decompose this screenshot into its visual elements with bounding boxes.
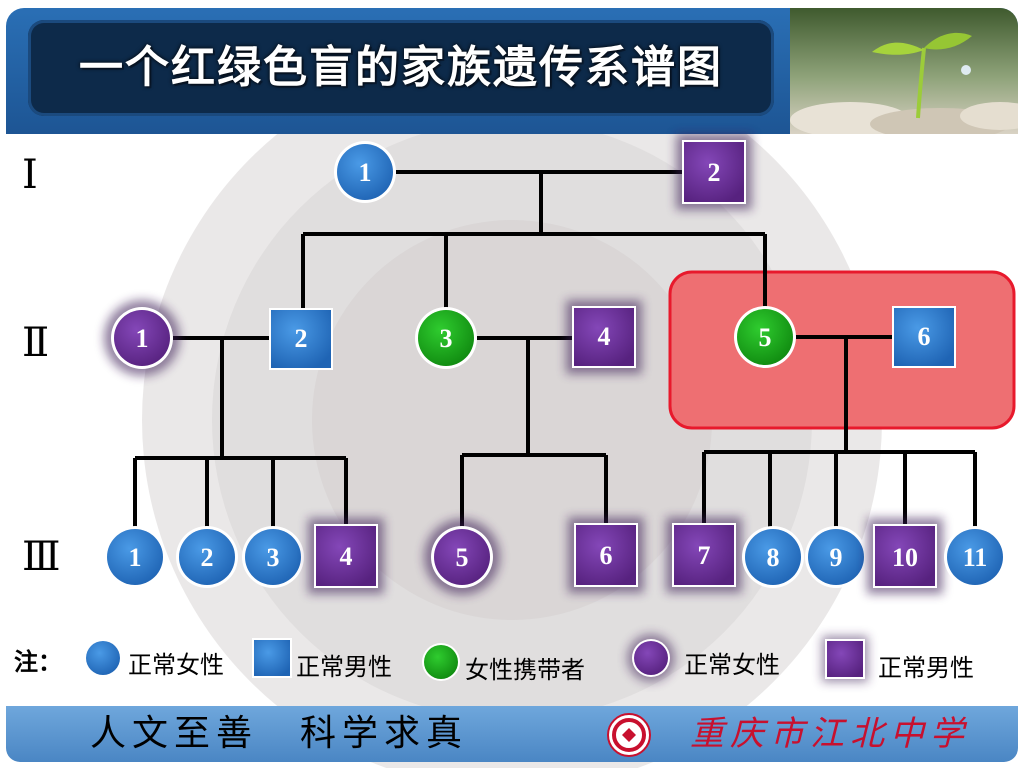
svg-text:7: 7 (698, 541, 711, 570)
legend-label-1: 正常女性 (128, 651, 224, 679)
svg-text:2: 2 (295, 324, 308, 353)
svg-text:2: 2 (708, 158, 721, 187)
generation-label-3: Ⅲ (22, 534, 61, 580)
individual-III-5: 5 (424, 519, 500, 595)
svg-text:3: 3 (440, 324, 453, 353)
svg-text:4: 4 (340, 542, 353, 571)
svg-text:8: 8 (767, 543, 780, 572)
footer-bar (6, 706, 1018, 762)
page-title: 一个红绿色盲的家族遗传系谱图 (79, 42, 723, 93)
school-name: 重庆市江北中学 (690, 714, 970, 754)
sprout-photo (790, 8, 1018, 134)
legend-label-3: 女性携带者 (465, 656, 585, 684)
individual-III-7: 7 (666, 517, 742, 593)
svg-text:6: 6 (600, 541, 613, 570)
svg-text:10: 10 (892, 543, 918, 572)
individual-III-10: 10 (867, 518, 943, 594)
legend-label-4: 正常女性 (684, 651, 780, 679)
individual-III-9: 9 (805, 526, 867, 588)
legend-circle-green-icon (422, 643, 460, 681)
legend-circle-blue-icon (84, 639, 122, 677)
generation-label-1: Ⅰ (22, 152, 38, 198)
legend-prefix: 注： (14, 648, 62, 676)
individual-I-2: 2 (676, 134, 752, 210)
individual-III-1: 1 (104, 526, 166, 588)
individual-III-2: 2 (176, 526, 238, 588)
svg-text:3: 3 (267, 543, 280, 572)
school-logo-icon (607, 713, 651, 757)
individual-III-11: 11 (944, 526, 1006, 588)
individual-II-3: 3 (415, 307, 477, 369)
svg-text:1: 1 (129, 543, 142, 572)
individual-III-6: 6 (568, 517, 644, 593)
svg-text:4: 4 (598, 322, 611, 351)
individual-III-4: 4 (308, 518, 384, 594)
svg-text:1: 1 (136, 324, 149, 353)
highlight-box (668, 270, 1016, 430)
legend-square-blue-icon (252, 638, 292, 678)
title-box (28, 20, 774, 116)
individual-II-4: 4 (566, 300, 642, 374)
svg-text:1: 1 (359, 158, 372, 187)
individual-III-3: 3 (242, 526, 304, 588)
individual-III-8: 8 (742, 526, 804, 588)
individual-II-6: 6 (892, 306, 956, 368)
legend-square-purple-icon (822, 636, 868, 682)
individual-II-5: 5 (734, 306, 796, 368)
footer-motto: 人文至善 科学求真 (90, 713, 469, 754)
legend-circle-purple-icon (627, 634, 675, 682)
individual-II-2: 2 (269, 308, 333, 370)
individual-II-1: 1 (104, 300, 180, 376)
svg-text:5: 5 (759, 323, 772, 352)
legend-label-5: 正常男性 (878, 654, 974, 682)
pedigree-lines (133, 170, 977, 528)
legend-label-2: 正常男性 (296, 653, 392, 681)
svg-text:9: 9 (830, 543, 843, 572)
svg-text:6: 6 (918, 322, 931, 351)
individual-I-1: 1 (334, 141, 396, 203)
legend-symbols (84, 634, 868, 682)
generation-label-2: Ⅱ (22, 320, 50, 366)
svg-text:2: 2 (201, 543, 214, 572)
svg-text:11: 11 (963, 543, 988, 572)
svg-text:5: 5 (456, 543, 469, 572)
